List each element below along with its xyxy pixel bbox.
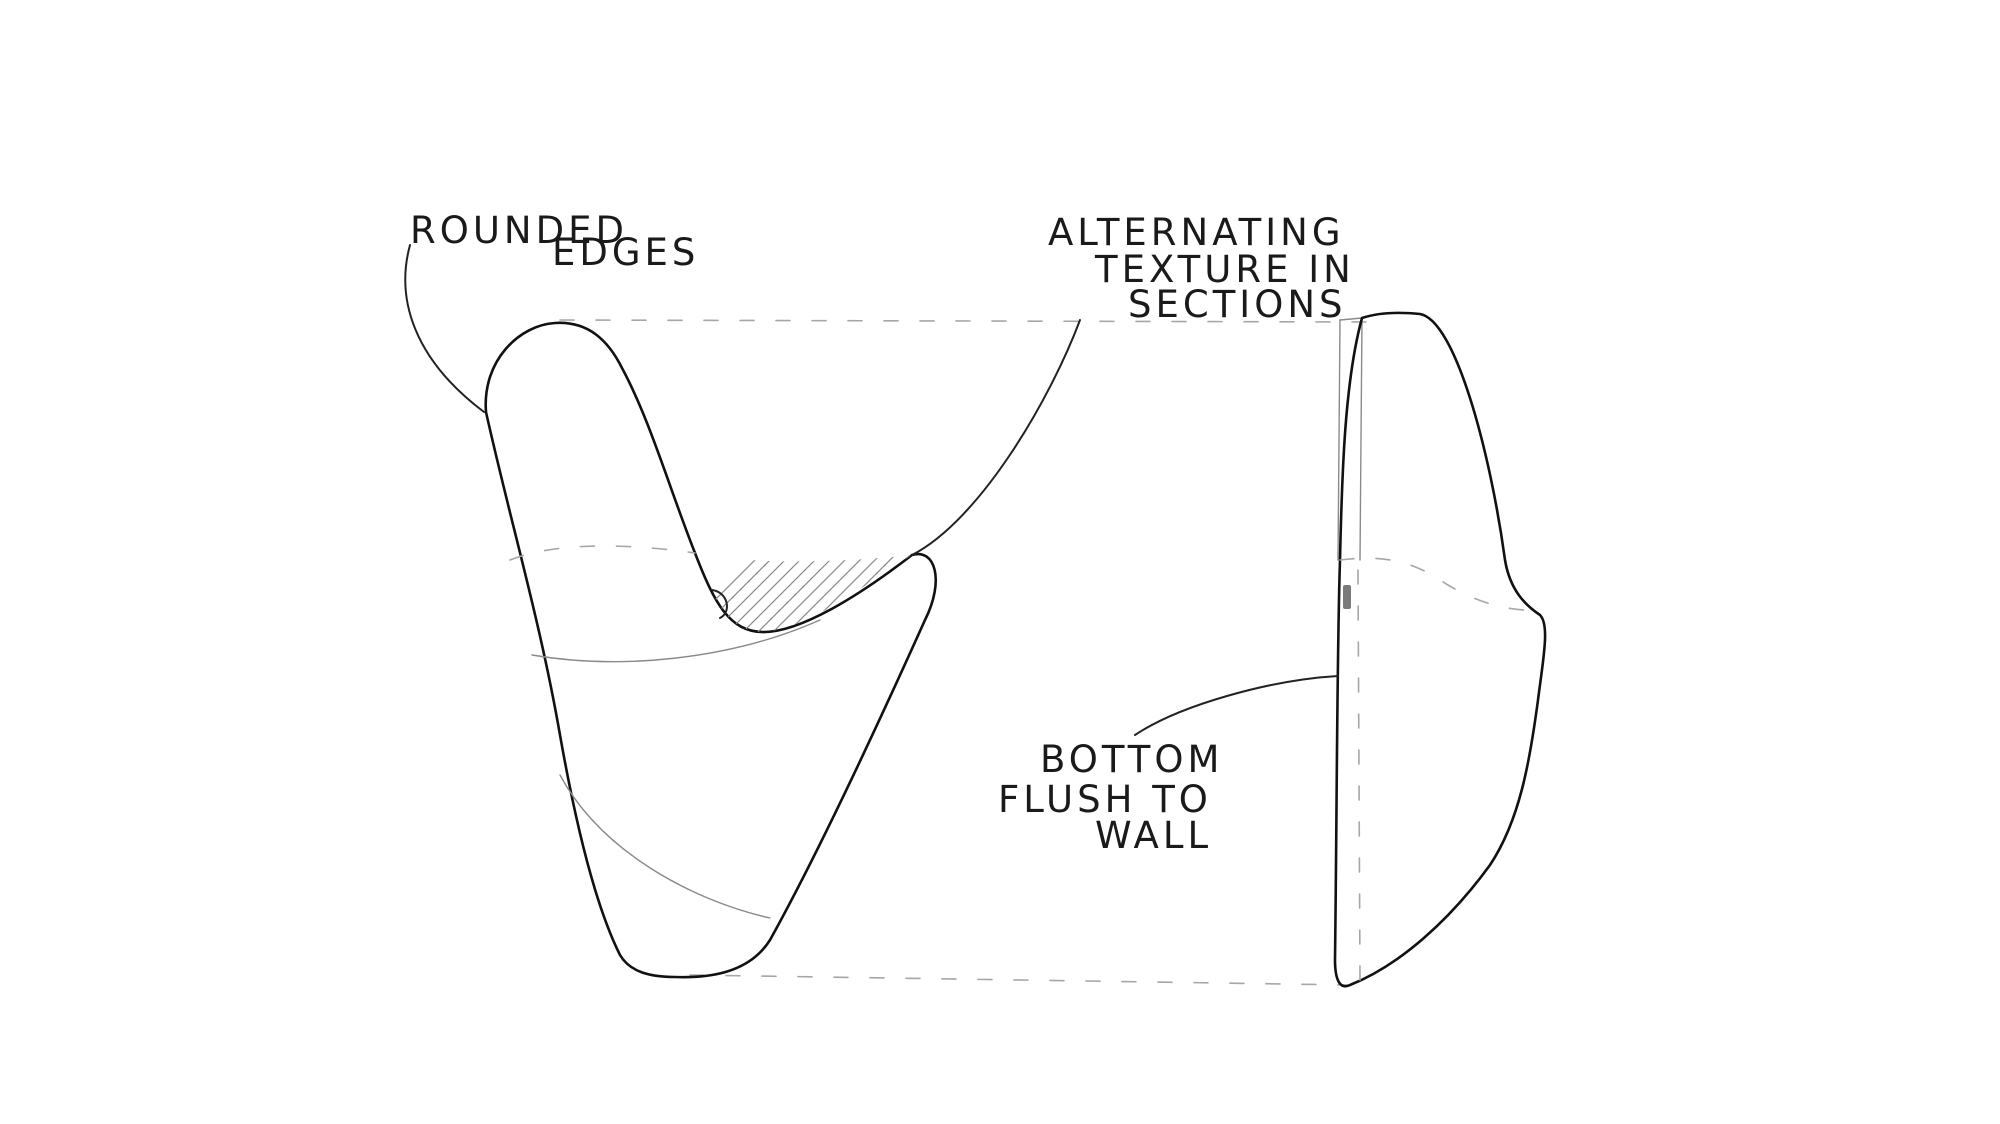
annotation-rounded-edges-line-2: EDGES [552,231,699,274]
annotation-alternating-texture-line-2: TEXTURE IN [1094,248,1355,291]
annotation-rounded-edges: ROUNDED EDGES [410,209,699,274]
construction-guides [559,319,1371,986]
mounting-slot-mark [1343,585,1351,609]
front-section-line-lower [559,774,771,919]
leader-alternating-texture [911,319,1081,556]
annotation-bottom-flush-line-3: WALL [1095,814,1212,857]
annotation-bottom-flush-line-2: FLUSH TO [998,778,1212,821]
leader-rounded-edges [404,244,485,413]
annotation-alternating-texture-line-1: ALTERNATING [1048,211,1345,254]
annotation-rounded-edges-line-1: ROUNDED [410,209,628,252]
wall-plate-left-edge [1337,319,1341,561]
annotation-alternating-texture-line-3: SECTIONS [1128,283,1347,326]
wall-plate-right-edge [1359,317,1363,561]
side-seam-dashed [1339,557,1541,612]
small-notch-mark [711,589,728,619]
top-guide-line [559,319,1371,323]
annotation-bottom-flush-line-1: BOTTOM [1040,738,1223,781]
front-seam-dashed [509,545,696,561]
front-view-outline [484,321,938,979]
side-view-hook [1333,311,1547,988]
leader-lines [404,244,1339,736]
side-wall-line-dashed [1357,569,1361,981]
front-section-line-upper [531,619,821,663]
annotation-alternating-texture: ALTERNATING TEXTURE IN SECTIONS [1048,211,1355,326]
bottom-guide-line [689,974,1351,986]
side-view-outline [1333,311,1547,988]
annotation-bottom-flush: BOTTOM FLUSH TO WALL [998,738,1223,857]
wall-plate-top-edge [1339,317,1363,321]
front-view-hook [484,321,938,979]
leader-bottom-flush [1134,675,1339,736]
